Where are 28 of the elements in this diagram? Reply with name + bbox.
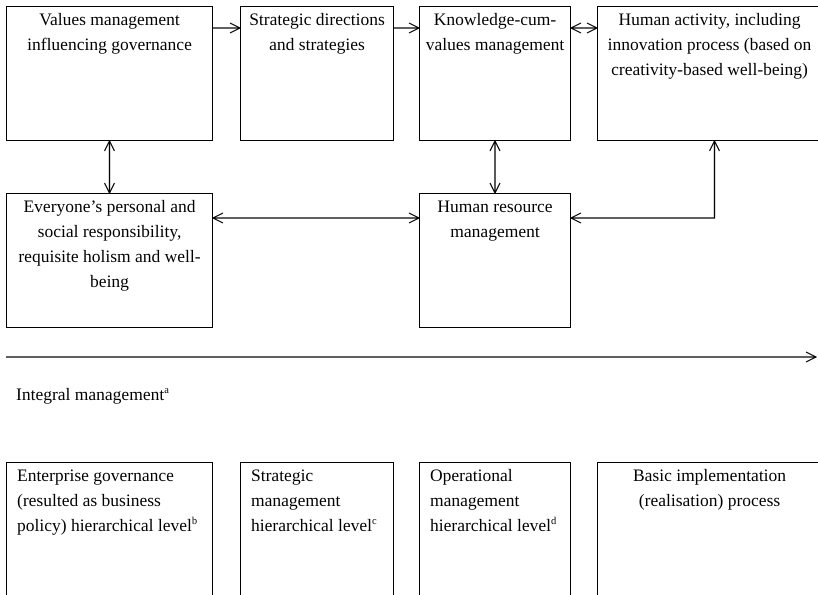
arrow [104, 140, 116, 194]
level-box [6, 462, 213, 595]
box-text: Basic implementation (realisation) process [632, 464, 788, 512]
arrow [394, 22, 420, 34]
box-text: Values management influencing governance [26, 8, 193, 56]
process-box [6, 193, 213, 328]
arrow [489, 140, 501, 194]
box-text: Enterprise governance (resulted as business policy) hierarchical level$^{b}$ [16, 464, 198, 537]
level-box [597, 462, 818, 595]
process-box [6, 6, 213, 141]
box-text: Strategic directions and strategies [248, 8, 386, 56]
box-text: Operational management hierarchical level$^{d}$ [429, 464, 558, 537]
arrow [570, 22, 598, 34]
arrow [570, 140, 720, 224]
level-box [419, 462, 571, 595]
box-text: Human resource management [436, 195, 554, 243]
box-text: Everyone’s personal and social responsibility, requisite holism and well-being [17, 195, 202, 293]
box-text: Knowledge-cum-values management [424, 8, 566, 56]
level-box [240, 462, 394, 595]
arrow [213, 22, 241, 34]
process-box [597, 6, 818, 141]
box-text: Strategic management hierarchical level$^{c}$ [250, 464, 378, 537]
arrow [212, 212, 420, 224]
axis-label: Integral management$^{a}$ [16, 383, 170, 406]
process-box [419, 6, 571, 141]
process-box [419, 193, 571, 328]
box-text: Human activity, including innovation process (based on creativity-based well-being) [606, 8, 812, 81]
process-box [240, 6, 394, 141]
